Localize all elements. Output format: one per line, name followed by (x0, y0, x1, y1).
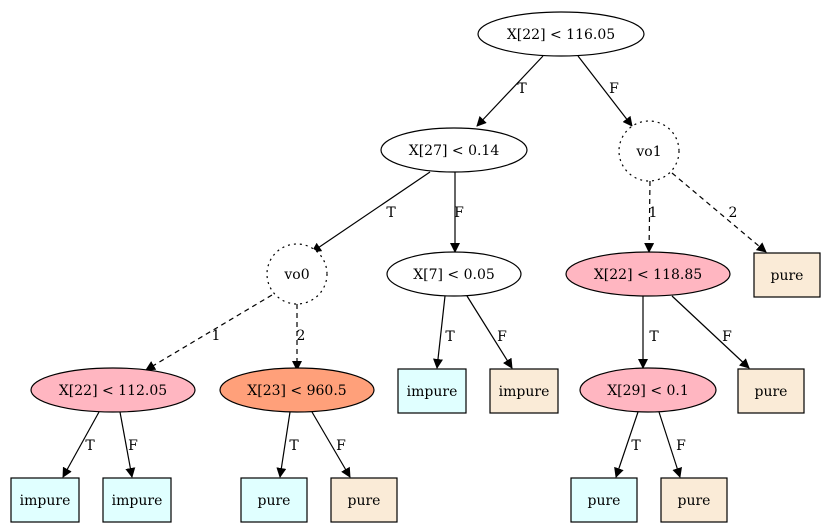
edge-x2285-false (671, 295, 750, 369)
node-leaf-pure-x22-118-false-label: pure (755, 384, 788, 400)
node-x27: X[27] < 0.14 (380, 127, 528, 173)
edge-label-root-true: T (517, 81, 527, 97)
node-root: X[22] < 116.05 (477, 11, 645, 57)
node-leaf-impure-x7-true-label: impure (407, 384, 458, 400)
edge-label-vo0-1: 1 (212, 328, 221, 344)
edge-x7-false (466, 295, 513, 369)
node-x29: X[29] < 0.1 (579, 367, 717, 413)
edge-label-x29-false: F (676, 438, 686, 454)
node-leaf-pure-2-label: pure (348, 493, 381, 509)
edge-x2205-true (62, 411, 100, 478)
node-x29-label: X[29] < 0.1 (607, 383, 689, 399)
edge-root-false (577, 55, 633, 127)
node-leaf-impure-x7-true-shape (397, 368, 467, 414)
edge-vo1-1 (644, 180, 655, 253)
node-leaf-pure-3: pure (570, 477, 638, 523)
edge-label-x7-true: T (445, 329, 455, 345)
node-x7: X[7] < 0.05 (386, 251, 522, 297)
node-leaf-impure-x7-true: impure (397, 368, 467, 414)
node-x22-112-label: X[22] < 112.05 (59, 383, 167, 399)
edge-x23-false (311, 411, 351, 478)
nodes: X[22] < 116.05 X[27] < 0.14 vo1 vo0 X[7]… (10, 11, 821, 523)
node-leaf-impure-x7-false-label: impure (499, 384, 550, 400)
node-leaf-impure-2-label: impure (112, 493, 163, 509)
node-leaf-impure-x7-false-shape (489, 368, 559, 414)
node-leaf-pure-4-shape (660, 477, 728, 523)
node-root-label: X[22] < 116.05 (507, 27, 615, 43)
edge-label-x2205-true: T (85, 438, 95, 454)
node-vo0-shape (266, 243, 328, 305)
node-x23-shape (219, 367, 375, 413)
node-x7-label: X[7] < 0.05 (413, 267, 495, 283)
node-leaf-impure-1: impure (10, 477, 80, 523)
edges (62, 55, 767, 478)
node-x23-label: X[23] < 960.5 (247, 383, 346, 399)
node-leaf-impure-1-shape (10, 477, 80, 523)
node-vo0: vo0 (266, 243, 328, 305)
edge-label-x27-false: F (454, 205, 464, 221)
edge-label-vo1-2: 2 (729, 205, 738, 221)
node-root-shape (477, 11, 645, 57)
edge-label-x2285-true: T (649, 329, 659, 345)
edge-labels: T F T F 1 2 1 2 T F T F T F T F T F (85, 81, 737, 454)
edge-root-true (476, 55, 544, 127)
node-x22-112-shape (30, 367, 196, 413)
edge-label-x7-false: F (497, 329, 507, 345)
edge-x2205-false (119, 411, 136, 478)
node-leaf-pure-1-label: pure (258, 493, 291, 509)
node-x22-118-shape (565, 251, 731, 297)
edge-x29-true (614, 411, 639, 478)
node-x23: X[23] < 960.5 (219, 367, 375, 413)
node-vo1-shape (618, 120, 680, 182)
edge-vo1-2 (671, 172, 767, 253)
node-vo1: vo1 (618, 120, 680, 182)
node-leaf-pure-3-shape (570, 477, 638, 523)
node-leaf-pure-3-label: pure (588, 493, 621, 509)
edge-x29-false (658, 411, 682, 478)
edge-label-vo1-1: 1 (649, 205, 658, 221)
edge-label-vo0-2: 2 (297, 328, 306, 344)
node-leaf-pure-x22-118-false-shape (737, 368, 805, 414)
node-leaf-pure-right-label: pure (771, 268, 804, 284)
node-leaf-pure-1: pure (240, 477, 308, 523)
edge-label-x29-true: T (631, 438, 641, 454)
edge-x27-true (311, 171, 431, 253)
node-leaf-pure-4-label: pure (678, 493, 711, 509)
node-vo1-label: vo1 (635, 144, 661, 160)
node-x27-shape (380, 127, 528, 173)
node-leaf-pure-right: pure (753, 252, 821, 298)
edge-label-x23-false: F (336, 438, 346, 454)
node-x29-shape (579, 367, 717, 413)
node-x27-label: X[27] < 0.14 (409, 143, 500, 159)
edge-label-x27-true: T (386, 205, 396, 221)
node-leaf-pure-1-shape (240, 477, 308, 523)
edge-x7-true (433, 295, 446, 369)
node-leaf-pure-2: pure (330, 477, 398, 523)
node-x7-shape (386, 251, 522, 297)
node-vo0-label: vo0 (283, 267, 309, 283)
edge-label-x2205-false: F (128, 438, 138, 454)
node-leaf-impure-1-label: impure (20, 493, 71, 509)
node-leaf-impure-2-shape (102, 477, 172, 523)
node-x22-112: X[22] < 112.05 (30, 367, 196, 413)
node-leaf-impure-x7-false: impure (489, 368, 559, 414)
edge-vo0-1 (145, 294, 273, 371)
node-leaf-pure-2-shape (330, 477, 398, 523)
node-leaf-impure-2: impure (102, 477, 172, 523)
node-leaf-pure-right-shape (753, 252, 821, 298)
node-x22-118-label: X[22] < 118.85 (594, 267, 702, 283)
edge-x23-true (276, 411, 291, 478)
node-leaf-pure-x22-118-false: pure (737, 368, 805, 414)
edge-label-x2285-false: F (722, 329, 732, 345)
node-x22-118: X[22] < 118.85 (565, 251, 731, 297)
edge-label-x23-true: T (289, 438, 299, 454)
edge-label-root-false: F (609, 81, 619, 97)
node-leaf-pure-4: pure (660, 477, 728, 523)
